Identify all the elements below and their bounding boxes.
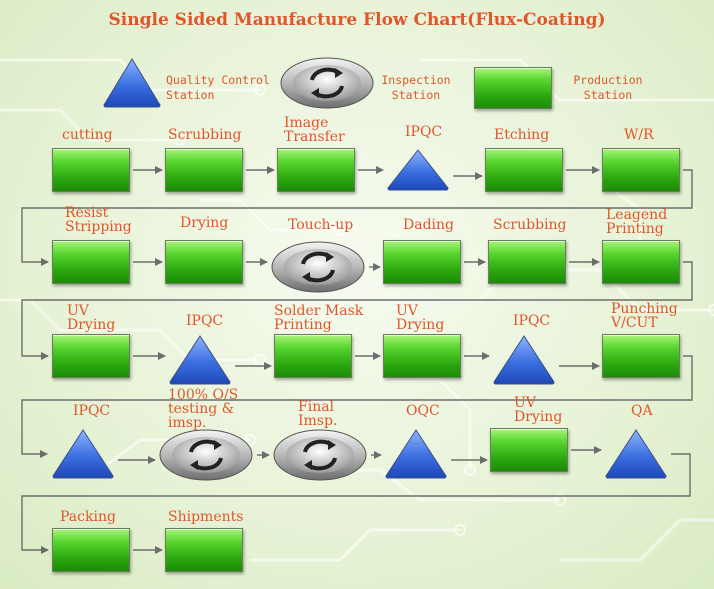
node-0-2-production-box [277,148,355,192]
node-2-3-production-box [383,334,461,378]
node-1-2-inspection-icon [271,241,365,293]
node-3-5-quality-icon [605,429,667,479]
node-3-1-label: 100% O/S testing & imsp. [168,387,239,431]
node-2-5-label: Punching V/CUT [611,301,678,331]
inspection-legend-label: Inspection Station [381,73,451,102]
quality-control-legend-icon [103,58,161,108]
node-2-2-production-box [274,334,352,378]
node-2-4-quality-icon [493,335,555,385]
quality-control-legend-label: Quality Control Station [166,73,270,102]
node-0-2-label: Image Transfer [284,115,345,145]
wrap-connector-0 [21,169,693,266]
node-1-1-label: Drying [180,215,229,231]
node-3-2-inspection-icon [273,429,367,481]
node-2-0-production-box [52,334,130,378]
node-1-4-label: Scrubbing [493,217,567,233]
node-3-2-label: Final Imsp. [298,399,338,429]
node-4-0-label: Packing [60,509,116,525]
node-1-5-production-box [602,240,680,284]
node-3-1-inspection-icon [159,429,253,481]
node-1-1-production-box [165,240,243,284]
node-3-3-quality-icon [385,429,447,479]
node-0-5-label: W/R [624,127,654,143]
node-3-3-label: OQC [406,403,440,419]
inspection-legend-icon [280,57,374,109]
node-1-5-label: Leagend Printing [606,207,668,237]
page-title: Single Sided Manufacture Flow Chart(Flux… [108,10,606,30]
node-1-0-label: Resist Stripping [65,205,132,235]
node-0-3-label: IPQC [405,124,443,140]
node-1-4-production-box [488,240,566,284]
node-0-4-label: Etching [494,127,550,143]
wrap-connector-1 [21,261,693,360]
node-0-4-production-box [485,148,563,192]
node-1-2-label: Touch-up [288,217,354,233]
node-1-3-production-box [383,240,461,284]
node-2-1-label: IPQC [186,313,224,329]
node-2-4-label: IPQC [513,313,551,329]
node-4-1-label: Shipments [168,509,244,525]
wrap-connector-3 [21,453,691,554]
node-0-1-label: Scrubbing [168,127,242,143]
node-2-1-quality-icon [169,335,231,385]
node-3-0-quality-icon [52,429,114,479]
node-1-3-label: Dading [403,217,454,233]
production-legend-icon [474,67,552,109]
wrap-connector-2 [21,355,693,458]
node-0-3-quality-icon [387,149,449,191]
node-0-5-production-box [602,148,680,192]
node-1-0-production-box [52,240,130,284]
node-3-0-label: IPQC [73,403,111,419]
node-0-0-label: cutting [62,127,113,143]
node-2-2-label: Solder Mask Printing [274,303,364,333]
node-3-4-label: UV Drying [514,395,563,425]
node-2-3-label: UV Drying [396,303,445,333]
node-3-5-label: QA [631,403,653,419]
node-0-0-production-box [52,148,130,192]
node-4-0-production-box [52,528,130,572]
node-0-1-production-box [165,148,243,192]
node-2-5-production-box [602,334,680,378]
production-legend-label: Production Station [573,73,643,102]
node-3-4-production-box [490,428,568,472]
node-2-0-label: UV Drying [67,303,116,333]
node-4-1-production-box [165,528,243,572]
